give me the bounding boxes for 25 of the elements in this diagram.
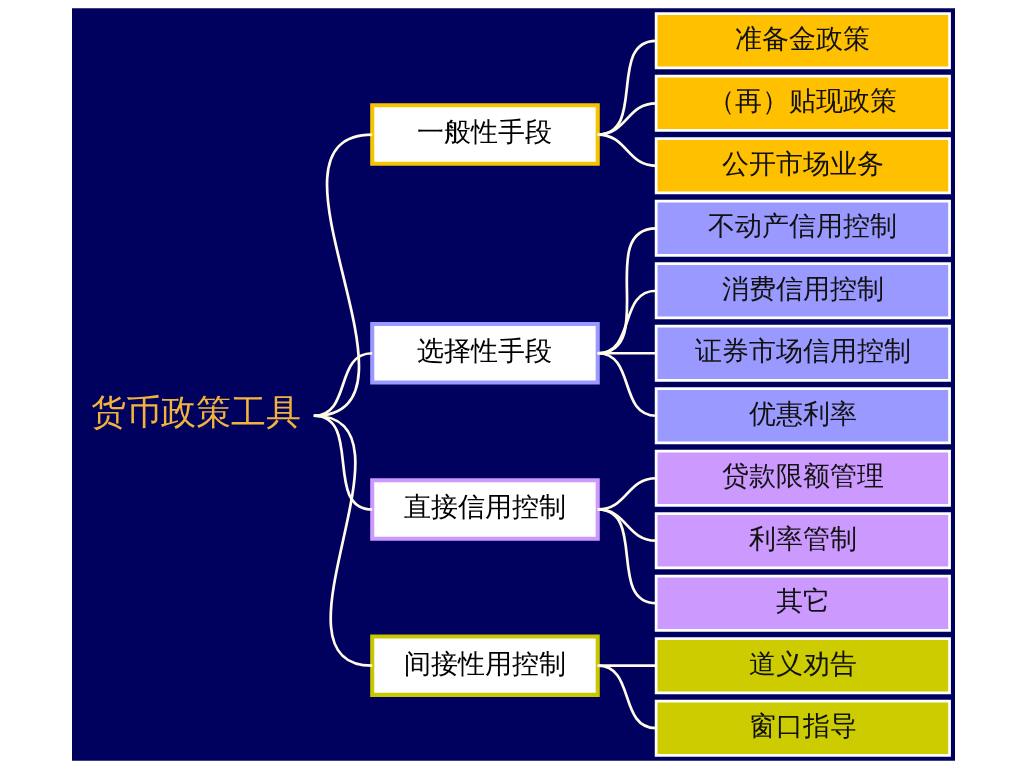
node-box: （再）贴现政策 — [654, 74, 951, 132]
connector — [313, 414, 372, 668]
node-box: 其它 — [654, 574, 951, 632]
node-box: 窗口指导 — [654, 699, 951, 757]
node-box: 利率管制 — [654, 512, 951, 570]
connector — [597, 133, 656, 168]
node-box: 道义劝告 — [654, 637, 951, 695]
node-box: 间接性用控制 — [369, 634, 600, 697]
node-box: 证券市场信用控制 — [654, 324, 951, 382]
connector — [597, 664, 656, 730]
node-box: 消费信用控制 — [654, 262, 951, 320]
node-box: 准备金政策 — [654, 12, 951, 70]
connector — [597, 664, 656, 668]
node-text: 货币政策工具 — [90, 391, 301, 433]
connector — [313, 351, 372, 418]
node-box: 优惠利率 — [654, 387, 951, 445]
node-box: 选择性手段 — [369, 322, 600, 385]
node-box: 一般性手段 — [369, 103, 600, 166]
node-box: 直接信用控制 — [369, 478, 600, 541]
connector — [313, 133, 372, 418]
node-box: 贷款限额管理 — [654, 449, 951, 507]
node-box: 公开市场业务 — [654, 137, 951, 195]
node-box: 不动产信用控制 — [654, 199, 951, 257]
connector — [597, 508, 656, 605]
connector — [597, 351, 656, 418]
